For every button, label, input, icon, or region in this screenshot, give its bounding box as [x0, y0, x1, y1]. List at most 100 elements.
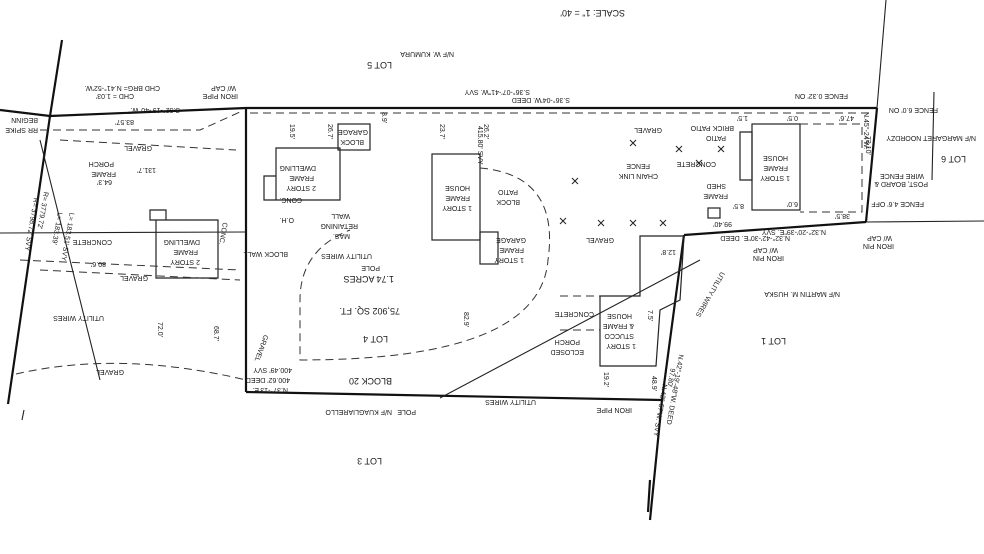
- svg-text:BRICK PATIO: BRICK PATIO: [690, 124, 734, 131]
- post-board: POST, BOARD &: [874, 180, 928, 187]
- conc-n: CONC.: [279, 196, 302, 203]
- dim-0-5: 0.5': [787, 114, 798, 121]
- brick-patio-label: BRICK PATIO PATIO: [690, 124, 734, 141]
- owner-east: N/F MARGARET NOORDZY: [886, 134, 976, 141]
- ne-house-label: 1 STORY FRAME HOUSE: [760, 154, 790, 181]
- east-boundary-line: [864, 107, 879, 223]
- parcel-sqft: 75,902 SQ. FT.: [339, 306, 400, 316]
- parcel-acres: 1.74 ACRES: [343, 274, 394, 284]
- svg-text:PATIO: PATIO: [497, 188, 518, 195]
- shed-outline: [707, 207, 721, 219]
- fence-off: FENCE 4.6' OFF: [871, 200, 924, 207]
- fence-label: FENCE: [626, 162, 650, 169]
- deed-east: N.45°-24'W.: [862, 112, 870, 149]
- svg-text:PORCH: PORCH: [89, 160, 114, 167]
- lot1-label: LOT 1: [761, 336, 786, 346]
- svg-text:FRAME: FRAME: [703, 192, 728, 199]
- svg-text:HOUSE: HOUSE: [607, 312, 632, 319]
- svg-text:FRAME: FRAME: [91, 170, 116, 177]
- dim-7-5: 7.5': [646, 310, 653, 321]
- ext-line-s2: [646, 479, 652, 513]
- gravel-sw: GRAVEL: [120, 274, 148, 281]
- block-garage-label: BLOCK GARAGE: [338, 128, 368, 145]
- svg-text:FRAME: FRAME: [173, 248, 198, 255]
- svg-text:FRAME: FRAME: [445, 194, 470, 201]
- svg-text:WALL: WALL: [331, 212, 350, 219]
- utility-wires-mid: UTILITY WIRES: [321, 252, 372, 259]
- southwest-boundary-line: [660, 234, 686, 401]
- concrete-w: CONCRETE: [72, 238, 112, 245]
- dim-26-7: 26.7': [326, 124, 333, 139]
- svg-text:FRAME: FRAME: [289, 174, 314, 181]
- dim-6-0: 6.0': [787, 200, 798, 207]
- svg-text:HOUSE: HOUSE: [763, 154, 788, 161]
- beginning: BEGINN: [11, 116, 38, 123]
- pole-s: POLE: [397, 408, 416, 415]
- dim-19-5: 19.5': [288, 124, 295, 139]
- chain-link: CHAIN LINK: [618, 172, 658, 179]
- gravel-nw: GRAVEL: [124, 144, 152, 151]
- dim-12-8: 12.8': [661, 248, 676, 255]
- porch-label: FRAME PORCH: [89, 160, 116, 177]
- fence-on1: FENCE 0.32' ON: [795, 92, 848, 99]
- fence-x-marks: [559, 139, 725, 227]
- deed-se: N.32°-42'-30"E. DEED: [720, 234, 790, 242]
- rr-spike: RR SPIKE: [5, 126, 38, 133]
- svg-text:STUCCO: STUCCO: [604, 332, 634, 339]
- utility-wire-n: [39, 139, 101, 381]
- dim-8-5: 8.5': [733, 202, 744, 209]
- deed-west-l2: L= 183.39': [50, 212, 63, 245]
- dim-19-2: 19.2': [602, 372, 609, 387]
- dim-131-7: 131.7': [137, 166, 156, 173]
- ext-line-sw: [21, 409, 25, 421]
- dim-80-6: 80.6': [91, 260, 106, 267]
- svg-text:RETAINING: RETAINING: [320, 222, 358, 229]
- cap-se: W/ CAP: [753, 246, 778, 253]
- nw-boundary-line: [0, 106, 247, 118]
- owner-south: N/F KUAGLIARELLO: [325, 408, 392, 415]
- utility-wires-s: UTILITY WIRES: [485, 398, 536, 405]
- dim-64-3: 64.3': [97, 178, 112, 185]
- utility-wires-se: UTILITY WIRES: [694, 270, 726, 318]
- utility-wire-s: [439, 259, 701, 399]
- ext-line-nw: [48, 39, 64, 117]
- south-boundary-line: [245, 390, 663, 402]
- svg-text:BLOCK: BLOCK: [340, 138, 364, 145]
- gravel-drive: [15, 139, 247, 381]
- ext-line-ne: [876, 0, 887, 109]
- gravel-mid: GRAVEL: [586, 236, 614, 243]
- ne-house-ext: [800, 123, 863, 213]
- fence-on2: FENCE 6.0' ON: [889, 106, 938, 113]
- svg-text:GARAGE: GARAGE: [338, 128, 368, 135]
- svg-text:2 STORY: 2 STORY: [286, 184, 316, 191]
- mid-house-outline: [431, 153, 481, 241]
- deed-north-dist: 415.80' SVY: [476, 126, 483, 165]
- deed-se-dist: 99.40': [713, 220, 732, 227]
- svg-text:HOUSE: HOUSE: [445, 184, 470, 191]
- deed-east-dist: 73.10': [864, 136, 871, 155]
- svg-text:PATIO: PATIO: [705, 134, 726, 141]
- deed-chord: CHD BRG= N.41°-52'W.: [84, 84, 160, 92]
- cap-nw: W/ CAP: [211, 84, 236, 91]
- ext-line-e: [865, 220, 984, 223]
- concrete-ne: CONCRETE: [676, 160, 716, 167]
- mas-wall-label: MAS. RETAINING WALL: [320, 212, 358, 239]
- block-garage-outline: [337, 123, 371, 151]
- gravel-ne: GRAVEL: [634, 126, 662, 133]
- garage-label: 1 STORY FRAME GARAGE: [494, 236, 526, 263]
- deed-chord2: CHD = 1.03': [96, 92, 134, 99]
- block-patio-label: BLOCK PATIO: [496, 188, 520, 205]
- svg-text:1 STORY: 1 STORY: [494, 256, 524, 263]
- dim-8-9: 8.9': [380, 112, 387, 123]
- conc-w: CONC.: [217, 222, 228, 245]
- svg-text:SHED: SHED: [707, 182, 726, 189]
- dim-26-2: 26.2': [482, 124, 489, 139]
- wire-fence: WIRE FENCE: [880, 172, 924, 179]
- pole-mid: POLE: [361, 264, 380, 271]
- deed-nw: S.32°-19'-40"W.: [131, 106, 180, 114]
- dim-38-5: 38.5': [835, 212, 850, 219]
- west-lot-line: [0, 231, 247, 234]
- dwelling-n-outline: [263, 147, 341, 201]
- svg-text:GARAGE: GARAGE: [496, 236, 526, 243]
- garage-outline: [479, 231, 499, 265]
